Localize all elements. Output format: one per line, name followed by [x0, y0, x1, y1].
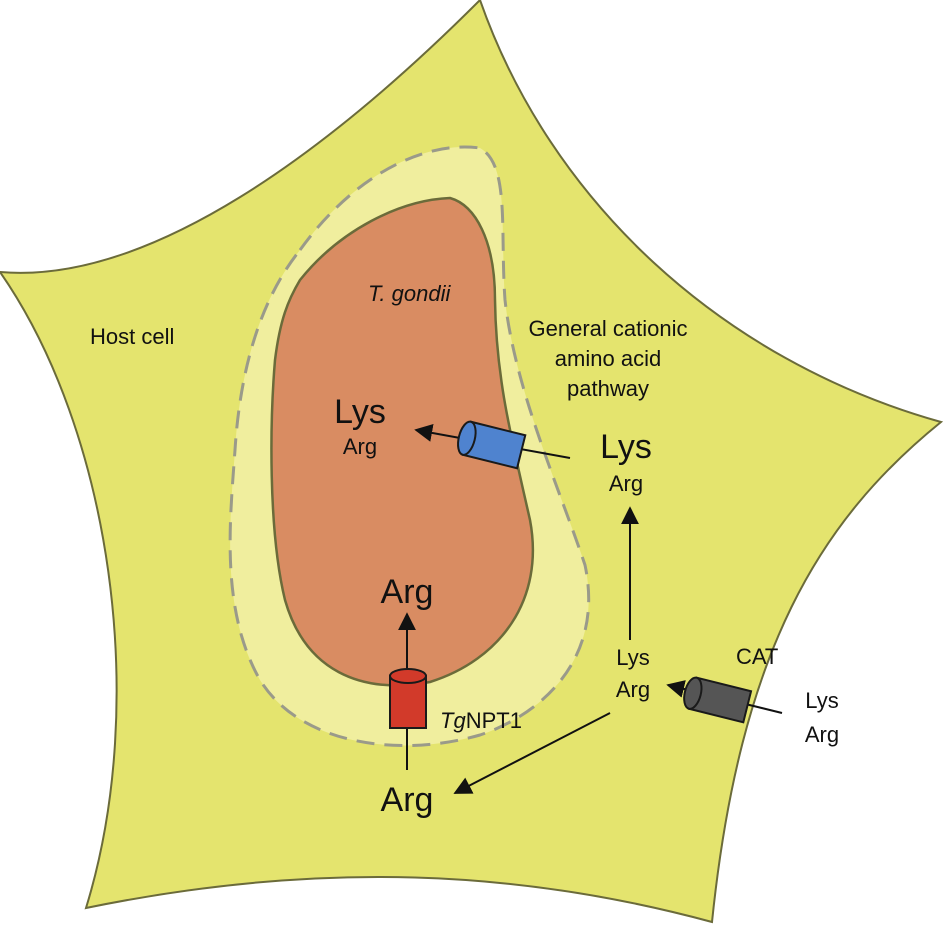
tgnpt1-transporter-icon [389, 668, 427, 729]
pathway-label-line3: pathway [567, 376, 649, 401]
t-gondii-parasite [270, 196, 535, 687]
parasite-label: T. gondii [368, 281, 451, 306]
tgnpt1-label: TgNPT1 [440, 708, 522, 733]
host-cell-label: Host cell [90, 324, 174, 349]
general-cationic-transporter-icon [457, 420, 527, 470]
parasite-lys-label: Lys [334, 393, 386, 431]
parasite-arg-small-label: Arg [343, 434, 377, 459]
outside-lys-label: Lys [805, 688, 838, 713]
pathway-label-line1: General cationic [529, 316, 688, 341]
bottom-arg-label: Arg [381, 781, 434, 819]
cytoplasm-arg-label: Arg [616, 677, 650, 702]
vacuole-lys-label: Lys [600, 428, 652, 466]
cat-transporter-icon [683, 676, 753, 724]
cat-label: CAT [736, 644, 778, 669]
vacuole-arg-label: Arg [609, 471, 643, 496]
pathway-label-line2: amino acid [555, 346, 661, 371]
outside-arg-label: Arg [805, 722, 839, 747]
arrow-cyto-to-bottom-arg [453, 712, 611, 794]
cytoplasm-lys-label: Lys [616, 645, 649, 670]
parasite-arg-large-label: Arg [381, 573, 434, 611]
